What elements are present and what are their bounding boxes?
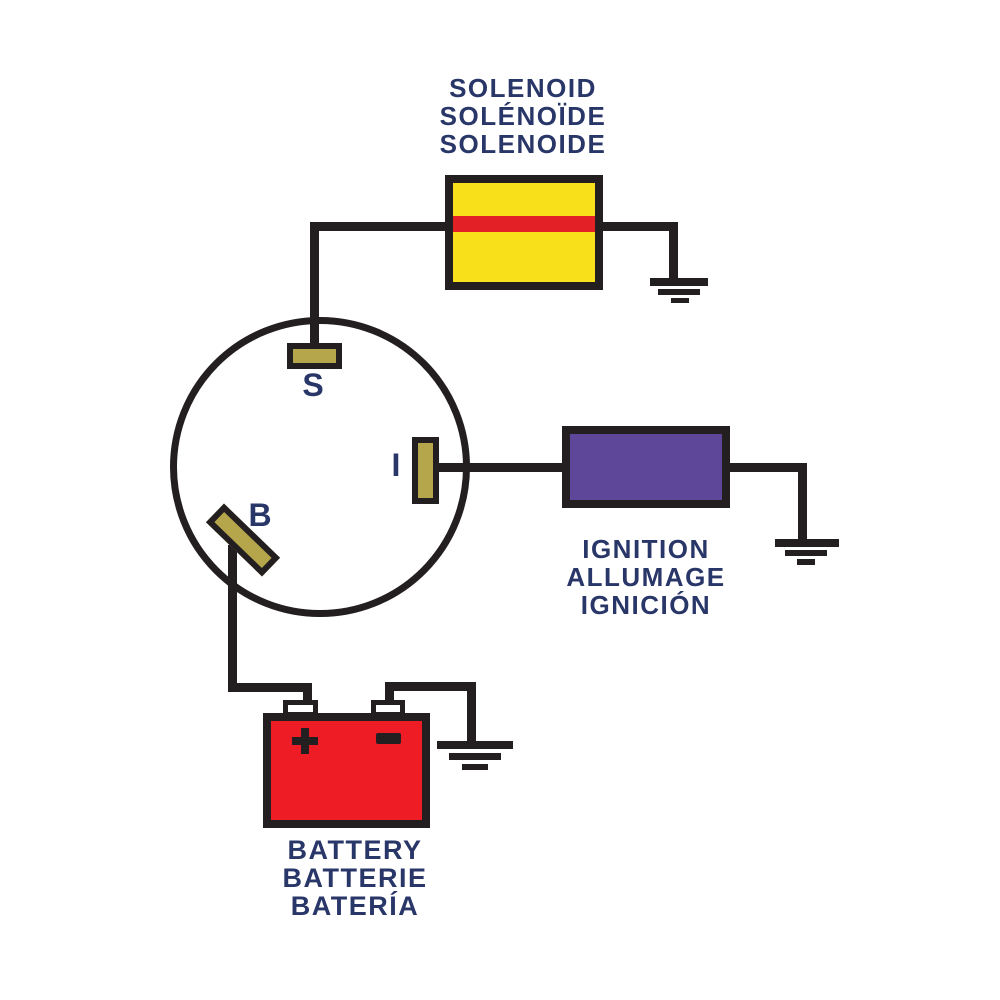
ignition-label: IGNITION ALLUMAGE IGNICIÓN xyxy=(521,535,771,619)
solenoid-label-line-fr: SOLÉNOÏDE xyxy=(439,101,607,131)
terminal-i xyxy=(412,437,439,504)
battery-minus-icon xyxy=(376,733,401,744)
ignition-label-line-fr: ALLUMAGE xyxy=(566,562,726,592)
ground-bar-mid xyxy=(658,289,700,295)
ground-bar-wide xyxy=(775,539,839,547)
ground-bar-mid xyxy=(785,550,827,556)
ground-bar-narrow xyxy=(462,764,488,770)
solenoid-label-line-es: SOLENOIDE xyxy=(439,129,607,159)
solenoid-label: SOLENOID SOLÉNOÏDE SOLENOIDE xyxy=(373,74,673,158)
ignition-label-line-es: IGNICIÓN xyxy=(580,590,712,620)
ground-bar-wide xyxy=(437,741,513,749)
ground-bar-narrow xyxy=(671,298,689,303)
ground-stem xyxy=(669,222,678,284)
wire-switch-to-battery-vertical xyxy=(228,545,237,692)
ignition-box xyxy=(562,426,730,508)
terminal-s-label: S xyxy=(302,367,324,403)
wire-solenoid-left-horizontal xyxy=(310,222,450,231)
solenoid-stripe xyxy=(453,216,595,232)
ignition-label-line-en: IGNITION xyxy=(582,534,710,564)
battery-box xyxy=(263,713,430,828)
ground-stem xyxy=(798,463,807,543)
battery-plus-icon xyxy=(292,728,318,754)
terminal-b-label: B xyxy=(248,497,272,533)
wire-switch-to-ignition xyxy=(435,463,565,472)
battery-label-line-es: BATERÍA xyxy=(290,891,420,921)
terminal-i-label: I xyxy=(391,447,401,483)
wire-battery-negative-horizontal xyxy=(385,682,476,691)
ground-bar-mid xyxy=(449,753,501,760)
terminal-s xyxy=(287,343,342,369)
wire-switch-to-battery-horizontal xyxy=(228,683,312,692)
ground-bar-narrow xyxy=(797,559,815,565)
wire-ignition-right-horizontal xyxy=(726,463,807,472)
ground-bar-wide xyxy=(650,278,708,286)
battery-label-line-en: BATTERY xyxy=(287,835,423,865)
solenoid-label-line-en: SOLENOID xyxy=(449,73,597,103)
ground-stem xyxy=(467,682,476,744)
wire-solenoid-right-horizontal xyxy=(599,222,678,231)
battery-label: BATTERY BATTERIE BATERÍA xyxy=(230,836,480,920)
battery-label-line-fr: BATTERIE xyxy=(282,863,428,893)
wire-battery-negative-vertical xyxy=(385,682,394,702)
wire-solenoid-to-s-terminal xyxy=(310,222,319,348)
solenoid-box xyxy=(445,175,603,290)
wire-to-battery-positive-post xyxy=(303,683,312,705)
